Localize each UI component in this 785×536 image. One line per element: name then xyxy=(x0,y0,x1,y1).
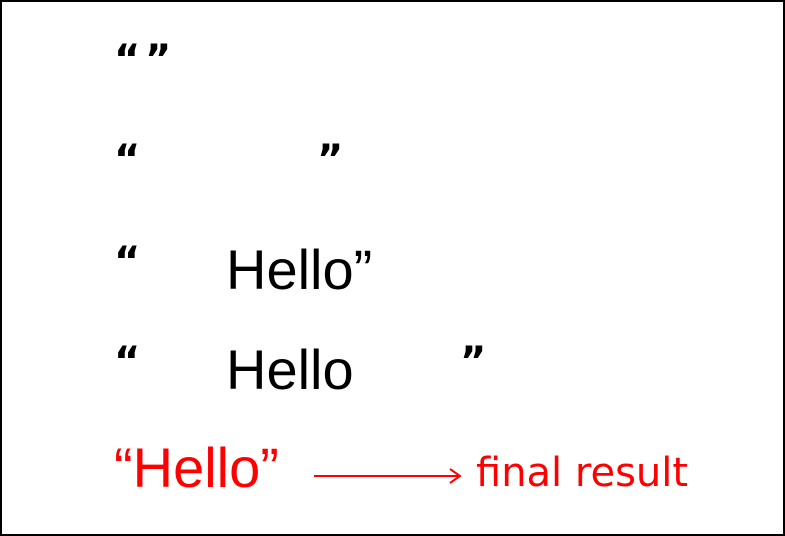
step2-open-quote: “ xyxy=(114,137,141,183)
final-hello: “Hello” xyxy=(114,436,279,499)
step1-open-quote: “ xyxy=(114,37,141,83)
final-result-label: final result xyxy=(476,450,689,496)
step4-close-quote: ” xyxy=(460,339,487,385)
step4-open-quote: “ xyxy=(114,339,141,385)
step4-word: Hello xyxy=(226,338,354,401)
step3-open-quote: “ xyxy=(114,239,141,285)
arrow-head xyxy=(449,468,462,484)
step2-close-quote: ” xyxy=(317,137,344,183)
step1-close-quote: ” xyxy=(145,37,172,83)
right-arrow-icon xyxy=(314,468,462,484)
step3-word: Hello” xyxy=(226,238,373,301)
